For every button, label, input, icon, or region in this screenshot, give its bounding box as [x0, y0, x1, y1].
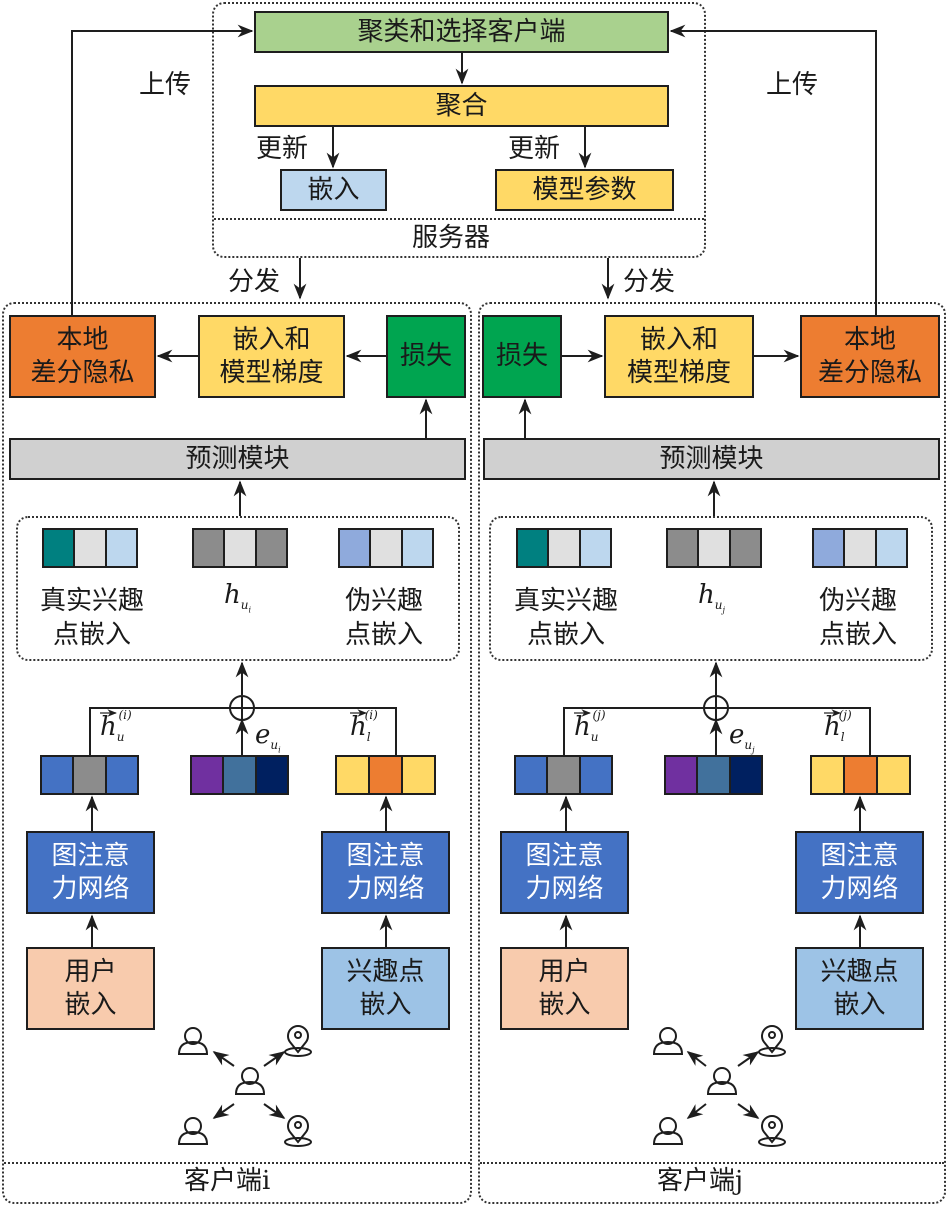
client-i-embeddings-group — [16, 516, 460, 661]
client-j-e-label: euj — [729, 720, 755, 755]
client-i-gat-right-box[interactable]: 图注意 力网络 — [321, 831, 450, 914]
vector-cell — [549, 530, 581, 566]
vector-cell — [370, 757, 403, 793]
vector-cell — [75, 530, 107, 566]
vector-cell — [224, 757, 257, 793]
vector-cell — [337, 757, 370, 793]
client-i-footer: 客户端i — [184, 1166, 271, 1196]
client-i-poi-emb-box[interactable]: 兴趣点 嵌入 — [321, 947, 450, 1030]
client-j-fake-poi-label: 伪兴趣 点嵌入 — [818, 586, 897, 650]
client-i-hl-label: hl(i) — [350, 708, 378, 745]
vector-cell — [845, 757, 878, 793]
client-j-embeddings-group — [489, 516, 933, 661]
upload-label-left: 上传 — [139, 70, 192, 100]
cluster-select-clients-box[interactable]: 聚类和选择客户端 — [254, 11, 669, 53]
client-j-hl-label: hl(j) — [824, 708, 852, 745]
client-i-divider — [4, 1162, 470, 1164]
client-j-user-emb-box[interactable]: 用户 嵌入 — [500, 947, 629, 1030]
client-j-hu-vector — [514, 755, 613, 795]
vector-cell — [516, 757, 549, 793]
vector-cell — [876, 530, 906, 566]
client-j-loss-box[interactable]: 损失 — [482, 315, 562, 398]
client-j-h-user-label: huj — [698, 580, 725, 615]
vector-cell — [668, 530, 700, 566]
client-j-gat-right-box[interactable]: 图注意 力网络 — [795, 831, 924, 914]
client-i-h-user-vector — [192, 528, 288, 568]
client-i-ldp-box[interactable]: 本地 差分隐私 — [9, 315, 156, 398]
vector-cell — [74, 757, 107, 793]
client-j-real-poi-label: 真实兴趣 点嵌入 — [513, 586, 618, 650]
vector-cell — [371, 530, 403, 566]
distribute-label-left: 分发 — [228, 267, 281, 297]
client-i-real-poi-vector — [42, 528, 138, 568]
vector-cell — [548, 757, 581, 793]
client-j-h-user-vector — [666, 528, 762, 568]
vector-cell — [192, 757, 225, 793]
vector-cell — [44, 530, 76, 566]
distribute-label-right: 分发 — [623, 267, 676, 297]
client-j-fake-poi-vector — [812, 528, 908, 568]
client-j-divider — [480, 1162, 944, 1164]
client-i-hl-vector — [335, 755, 436, 795]
server-embedding-box[interactable]: 嵌入 — [280, 169, 387, 211]
client-i-fake-poi-label: 伪兴趣 点嵌入 — [344, 586, 423, 650]
client-j-real-poi-vector — [516, 528, 612, 568]
client-i-real-poi-label: 真实兴趣 点嵌入 — [39, 586, 144, 650]
client-i-e-label: eui — [255, 720, 281, 755]
vector-cell — [845, 530, 877, 566]
client-j-poi-emb-box[interactable]: 兴趣点 嵌入 — [795, 947, 924, 1030]
vector-cell — [403, 757, 434, 793]
upload-label-right: 上传 — [766, 70, 819, 100]
vector-cell — [730, 530, 760, 566]
client-j-e-user-vector — [664, 755, 763, 795]
aggregate-box[interactable]: 聚合 — [254, 85, 669, 127]
client-i-h-user-label: hui — [224, 580, 252, 615]
client-i-predict-box[interactable]: 预测模块 — [9, 438, 466, 480]
vector-cell — [730, 757, 761, 793]
vector-cell — [878, 757, 909, 793]
client-j-predict-box[interactable]: 预测模块 — [483, 438, 940, 480]
vector-cell — [194, 530, 226, 566]
client-j-gat-left-box[interactable]: 图注意 力网络 — [500, 831, 629, 914]
update-label-left: 更新 — [256, 134, 309, 164]
client-j-footer: 客户端j — [657, 1166, 744, 1196]
vector-cell — [106, 757, 137, 793]
vector-cell — [698, 757, 731, 793]
vector-cell — [812, 757, 845, 793]
vector-cell — [518, 530, 550, 566]
server-title: 服务器 — [412, 223, 491, 253]
client-j-gradient-box[interactable]: 嵌入和 模型梯度 — [604, 315, 754, 398]
server-divider — [214, 218, 704, 220]
client-j-hu-label: hu(j) — [574, 708, 606, 745]
vector-cell — [256, 757, 287, 793]
vector-cell — [225, 530, 257, 566]
client-i-user-emb-box[interactable]: 用户 嵌入 — [26, 947, 155, 1030]
client-i-loss-box[interactable]: 损失 — [386, 315, 466, 398]
vector-cell — [402, 530, 432, 566]
vector-cell — [580, 530, 610, 566]
client-i-fake-poi-vector — [338, 528, 434, 568]
client-i-hu-vector — [40, 755, 139, 795]
vector-cell — [106, 530, 136, 566]
vector-cell — [256, 530, 286, 566]
client-i-hu-label: hu(i) — [100, 708, 132, 745]
vector-cell — [699, 530, 731, 566]
vector-cell — [340, 530, 372, 566]
vector-cell — [814, 530, 846, 566]
client-i-e-user-vector — [190, 755, 289, 795]
model-params-box[interactable]: 模型参数 — [495, 169, 674, 211]
client-j-hl-vector — [810, 755, 911, 795]
client-j-ldp-box[interactable]: 本地 差分隐私 — [800, 315, 940, 398]
vector-cell — [42, 757, 75, 793]
client-i-gradient-box[interactable]: 嵌入和 模型梯度 — [198, 315, 345, 398]
update-label-right: 更新 — [508, 134, 561, 164]
vector-cell — [580, 757, 611, 793]
client-i-gat-left-box[interactable]: 图注意 力网络 — [26, 831, 155, 914]
vector-cell — [666, 757, 699, 793]
